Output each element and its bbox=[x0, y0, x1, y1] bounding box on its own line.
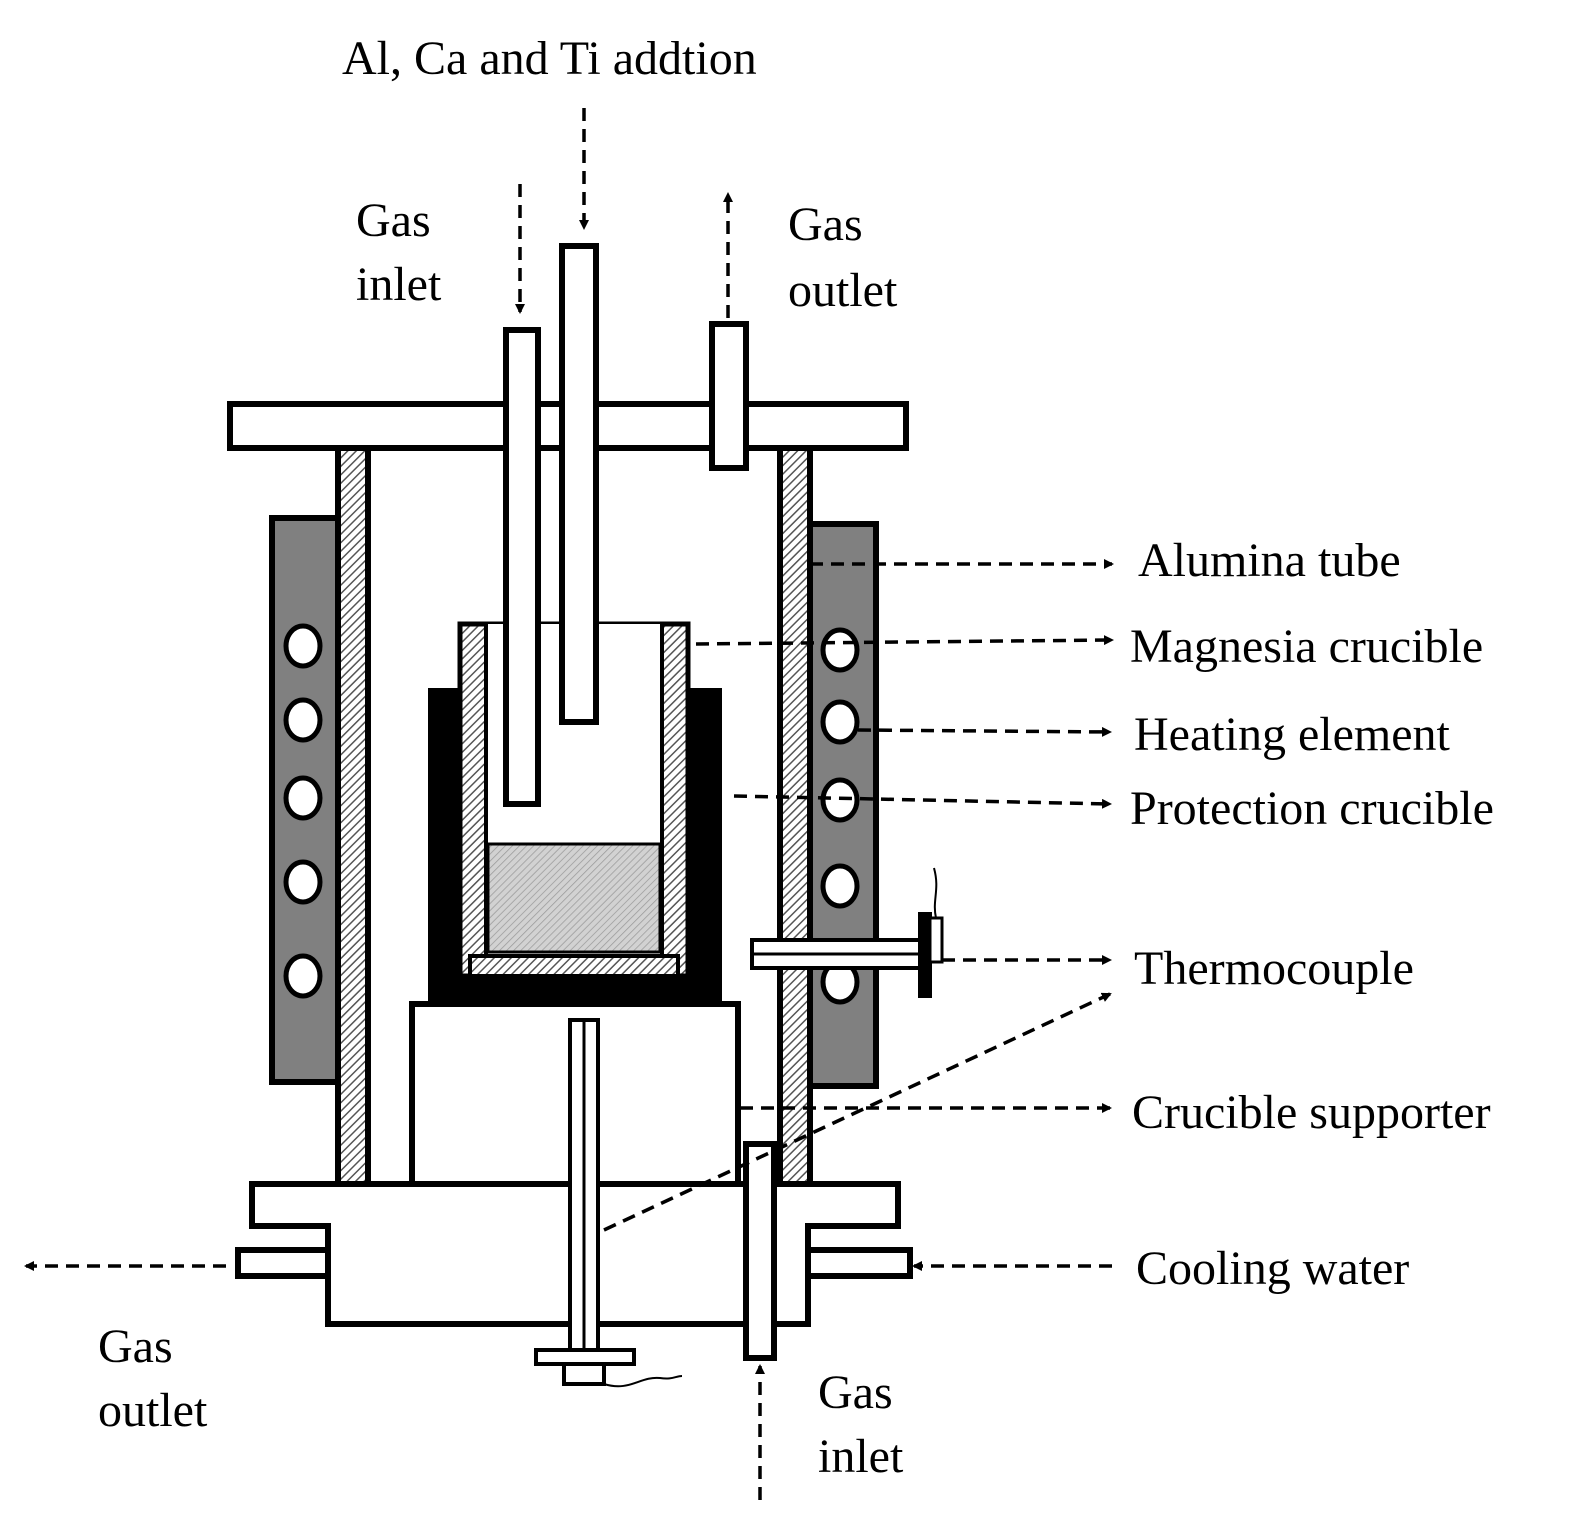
label-gas-inlet-top: Gas inlet bbox=[356, 194, 443, 311]
cooling-water-inlet-pipe[interactable] bbox=[805, 1247, 913, 1279]
label-alumina-tube: Alumina tube bbox=[1138, 534, 1401, 587]
bottom-thermocouple-wire bbox=[603, 1375, 683, 1388]
side-thermocouple-cap bbox=[928, 916, 944, 964]
alumina-tube-wall-left bbox=[335, 445, 371, 1187]
bottom-thermocouple-flange bbox=[534, 1348, 636, 1366]
gas-outlet-tube-top[interactable] bbox=[709, 321, 749, 471]
addition-tube[interactable] bbox=[559, 243, 599, 725]
label-gas-outlet-top: Gas outlet bbox=[788, 198, 898, 317]
label-thermocouple: Thermocouple bbox=[1134, 942, 1414, 995]
label-addition: Al, Ca and Ti addtion bbox=[342, 32, 757, 85]
molten-sample bbox=[486, 842, 662, 954]
bottom-thermocouple-head bbox=[562, 1362, 606, 1386]
heating-element-coils-left bbox=[283, 623, 323, 999]
label-protection-crucible: Protection crucible bbox=[1130, 782, 1494, 835]
alumina-tube-wall-right bbox=[777, 445, 813, 1187]
magnesia-crucible-base bbox=[468, 954, 680, 978]
label-cooling-water: Cooling water bbox=[1136, 1242, 1409, 1295]
gas-inlet-tube-bottom[interactable] bbox=[743, 1141, 777, 1361]
leader-arrows bbox=[24, 108, 1114, 1500]
heating-element-coils-right bbox=[820, 627, 860, 1005]
label-heating-element: Heating element bbox=[1134, 708, 1451, 761]
label-gas-outlet-bottom: Gas outlet bbox=[98, 1320, 208, 1437]
side-thermocouple-wire bbox=[933, 867, 938, 919]
label-gas-inlet-bottom: Gas inlet bbox=[818, 1366, 905, 1483]
label-crucible-supporter: Crucible supporter bbox=[1132, 1086, 1491, 1139]
label-magnesia-crucible: Magnesia crucible bbox=[1130, 620, 1483, 673]
cooling-water-outlet-pipe[interactable] bbox=[235, 1247, 331, 1279]
gas-inlet-tube-top[interactable] bbox=[503, 327, 541, 807]
